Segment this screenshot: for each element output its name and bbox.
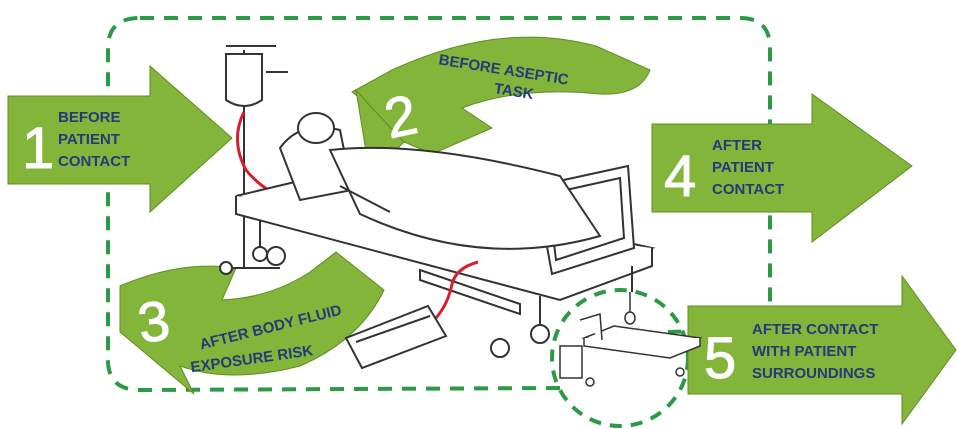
iv-drip-illustration [220, 46, 288, 274]
moment-1-label-line-3: CONTACT [58, 153, 130, 170]
moment-1-arrow: 1 BEFORE PATIENT CONTACT [8, 66, 232, 212]
moment-5-label-line-3: SURROUNDINGS [752, 365, 875, 382]
moment-3-arrow: 3 AFTER BODY FLUID EXPOSURE RISK [120, 252, 384, 394]
moment-4-arrow: 4 AFTER PATIENT CONTACT [652, 94, 912, 242]
moment-4-label-line-1: AFTER [712, 137, 762, 154]
moment-1-number: 1 [22, 116, 54, 181]
moment-4-label-line-2: PATIENT [712, 159, 774, 176]
moment-5-label-line-1: AFTER CONTACT [752, 321, 878, 338]
moment-4-label-line-3: CONTACT [712, 181, 784, 198]
moment-5-arrow: 5 AFTER CONTACT WITH PATIENT SURROUNDING… [688, 276, 956, 424]
moment-5-number: 5 [704, 326, 736, 391]
moment-5-label-line-2: WITH PATIENT [752, 343, 856, 360]
surroundings-bed-illustration [560, 292, 700, 386]
moment-1-label-line-2: PATIENT [58, 131, 120, 148]
moment-4-number: 4 [664, 144, 696, 209]
moment-1-label-line-1: BEFORE [58, 109, 121, 126]
